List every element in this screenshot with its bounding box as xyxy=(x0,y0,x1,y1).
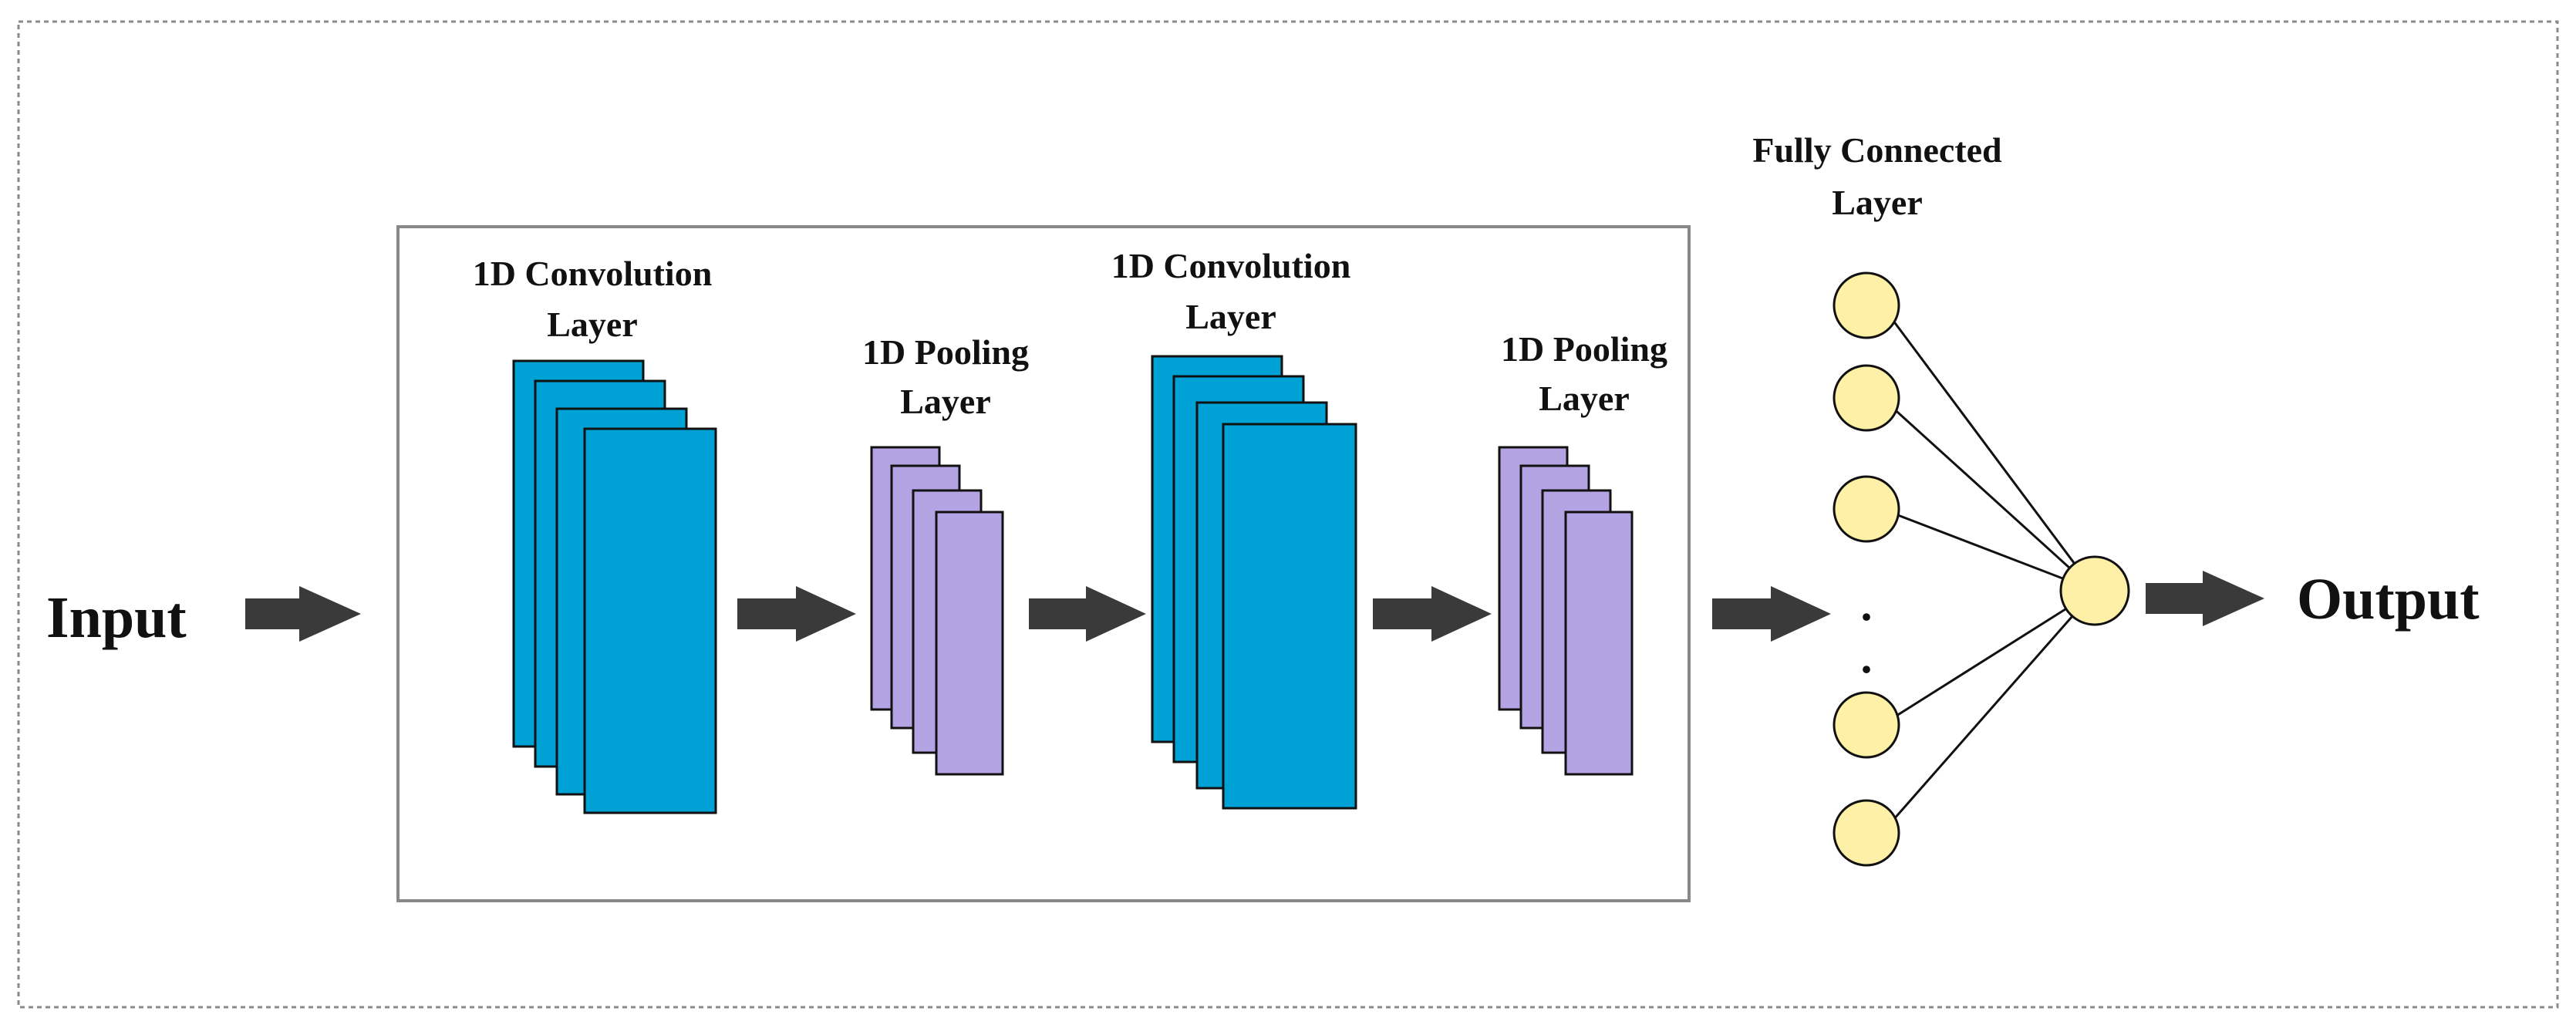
edge-4 xyxy=(1881,589,2096,726)
fc-node-4 xyxy=(1833,691,1900,759)
pool-layer-1 xyxy=(870,446,1004,776)
arrow-conv1-pool1 xyxy=(737,586,856,642)
fc-node-2 xyxy=(1833,364,1900,432)
conv2-label-line2: Layer xyxy=(1185,297,1276,336)
pool2-map-4 xyxy=(1564,511,1634,776)
fc-label-line2: Layer xyxy=(1832,183,1923,222)
fc-nodes xyxy=(1833,271,1900,867)
feature-extraction-box xyxy=(396,225,1691,902)
conv1-map-4 xyxy=(583,427,717,814)
pool2-label-line2: Layer xyxy=(1539,379,1630,418)
edge-1 xyxy=(1880,305,2096,592)
pool2-label-line1: 1D Pooling xyxy=(1501,329,1667,369)
conv1-label-line1: 1D Convolution xyxy=(473,254,713,293)
pool1-label-line1: 1D Pooling xyxy=(862,332,1029,372)
fc-label-line1: Fully Connected xyxy=(1752,130,2002,170)
conv-layer-1 xyxy=(512,359,717,814)
arrows xyxy=(245,571,2264,642)
arrow-pool1-conv2 xyxy=(1029,586,1146,642)
pool1-label-line2: Layer xyxy=(900,382,991,421)
conv1-label-line2: Layer xyxy=(547,305,638,344)
ellipsis-dot-2: · xyxy=(1859,644,1874,695)
input-label: Input xyxy=(46,585,187,650)
output-node xyxy=(2059,555,2130,626)
ellipsis-dot-1: · xyxy=(1859,592,1874,642)
conv2-map-4 xyxy=(1222,423,1357,810)
edge-5 xyxy=(1880,590,2096,834)
pool-layer-2 xyxy=(1498,446,1634,776)
fc-node-1 xyxy=(1833,271,1900,339)
arrow-pool2-fc xyxy=(1712,586,1831,642)
arrow-input xyxy=(245,586,361,642)
output-label: Output xyxy=(2297,567,2480,632)
arrow-output xyxy=(2146,571,2264,626)
fc-connections xyxy=(1880,305,2096,834)
fc-node-3 xyxy=(1833,475,1900,543)
conv-layer-2 xyxy=(1151,355,1357,810)
outer-frame xyxy=(17,20,2559,1009)
pool1-map-4 xyxy=(935,511,1004,776)
conv2-label-line1: 1D Convolution xyxy=(1111,246,1351,285)
edge-2 xyxy=(1880,396,2096,592)
fc-node-5 xyxy=(1833,799,1900,867)
edge-3 xyxy=(1881,507,2096,592)
arrow-conv2-pool2 xyxy=(1373,586,1492,642)
